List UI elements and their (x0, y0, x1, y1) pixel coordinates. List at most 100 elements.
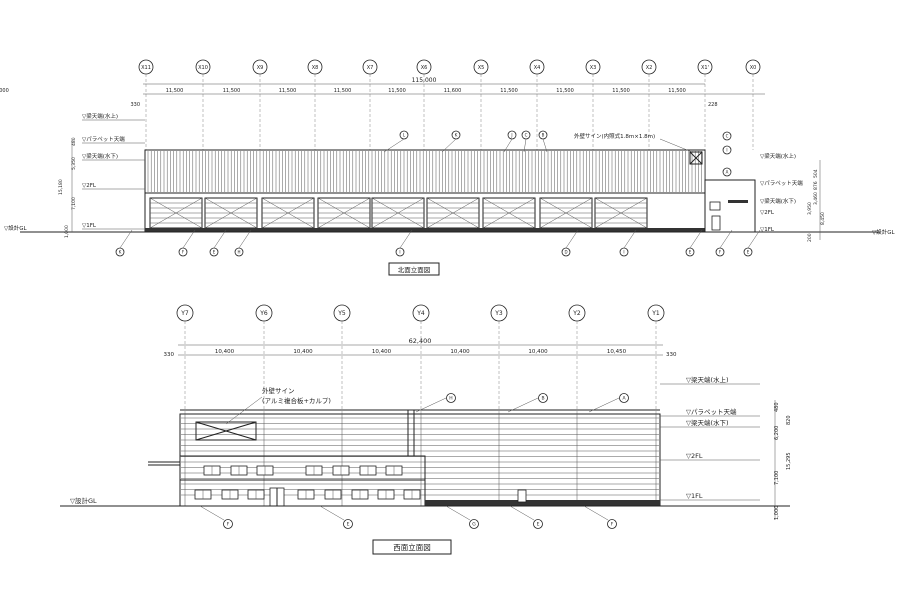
north-tag-right-0-label: C (726, 133, 729, 138)
west-span-1: 10,400 (293, 349, 313, 355)
north-sign-leader (659, 138, 693, 153)
north-level-right-1: ▽パラペット天端 (760, 179, 803, 187)
north-upper-cladding (147, 151, 706, 192)
north-axis-X3-label: X3 (590, 65, 597, 71)
north-axis-X7-label: X7 (367, 65, 374, 71)
north-tag-bottom-leader-9 (747, 229, 761, 249)
west-tag-bottom-leader-1 (319, 505, 345, 521)
west-tag-bottom-1-label: E (347, 522, 350, 528)
north-level-labels-right: ▽梁天端(水上) ▽パラペット天端 ▽梁天端(水下) ▽2FL ▽1FL ▽設計GL (760, 152, 895, 236)
north-tag-bottom-leader-8 (719, 229, 733, 249)
west-title-box (372, 539, 452, 555)
west-axis-Y1-label: Y1 (651, 310, 660, 317)
west-dim-2: 7,100 (774, 471, 780, 485)
north-tag-top-3-label: C (525, 132, 528, 137)
north-tag-bottom-8-label: F (719, 249, 722, 254)
north-tag-bottom-5-label: D (564, 249, 567, 254)
north-tag-top-0-label: L (403, 132, 406, 137)
north-dock-bays (149, 197, 648, 229)
north-span-dims: 11,500 11,500 11,500 11,500 11,500 11,600 11,5… (0, 88, 686, 94)
west-sign-leader (225, 396, 263, 425)
west-span-0: 10,400 (215, 349, 235, 355)
north-tag-top-leader-3 (523, 138, 527, 153)
west-sign-label-1: 外壁サイン (262, 386, 295, 395)
west-offset-left: 330 (164, 352, 175, 358)
west-tag-top-leader-1 (507, 397, 539, 413)
north-level-left-0: ▽梁天端(水上) (82, 112, 118, 120)
north-level-left-4: ▽1FL (82, 223, 97, 229)
west-office-windows (194, 465, 421, 500)
north-tag-right-1-circle (722, 145, 732, 155)
west-level-0: ▽梁天端(水上) (686, 375, 729, 384)
north-dim-left-2: 7,100 (71, 197, 77, 210)
north-span-6: 11,500 (500, 88, 518, 94)
west-dim-3: 15,295 (786, 453, 792, 471)
north-level-right-5: ▽設計GL (872, 228, 895, 236)
west-level-2: ▽梁天端(水下) (686, 418, 729, 427)
west-tag-bottom-leader-3 (509, 505, 535, 521)
west-pipe-duct (407, 409, 415, 457)
west-tag-bottom-0-label: F (227, 522, 230, 528)
north-axis-X5-label: X5 (478, 65, 485, 71)
west-level-4: ▽1FL (686, 492, 703, 500)
west-span-4: 10,400 (528, 349, 548, 355)
north-tag-top-4-label: B (542, 132, 545, 137)
north-axis-X10-label: X10 (198, 65, 208, 71)
west-dim-5: 820 (786, 415, 792, 425)
north-axis-X6-label: X6 (421, 65, 428, 71)
west-level-labels: ▽梁天端(水上)▽パラペット天端▽梁天端(水下)▽2FL▽1FL (660, 375, 760, 501)
west-tag-bottom-3-label: E (537, 522, 540, 528)
west-tag-bottom-4-label: F (611, 522, 614, 528)
west-tag-bottom-0-circle (223, 519, 233, 529)
north-dim-right-3: 3,950 (807, 202, 813, 215)
north-span-3: 11,500 (334, 88, 352, 94)
north-level-right-3: ▽2FL (760, 210, 775, 216)
north-level-right-0: ▽梁天端(水上) (760, 152, 796, 160)
north-axis-X9-label: X9 (257, 65, 264, 71)
north-span-9: 11,500 (668, 88, 686, 94)
west-axis-Y7-label: Y7 (180, 310, 189, 317)
north-tag-top-leader-0 (383, 138, 405, 153)
north-tag-bottom-6-label: I (623, 249, 624, 254)
north-title-box (388, 262, 440, 276)
west-tag-bottom-leader-4 (583, 505, 609, 521)
north-main-building (144, 149, 706, 233)
north-offset-left: 330 (130, 102, 140, 108)
north-tag-bottom-leader-2 (213, 229, 227, 249)
west-tag-top-2-circle (619, 393, 629, 403)
north-base-band (145, 228, 705, 232)
north-span-8: 11,500 (612, 88, 630, 94)
north-span-1: 11,500 (223, 88, 241, 94)
west-dim-4: 1,000 (774, 506, 780, 520)
west-gl-label: ▽設計GL (70, 496, 97, 505)
north-tag-top-leader-1 (441, 138, 457, 153)
north-axis-gridlines (145, 74, 754, 150)
north-tag-right-2-label: A (726, 169, 729, 174)
north-span-4: 11,500 (388, 88, 406, 94)
north-tag-bottom-leader-5 (565, 229, 579, 249)
west-span-3: 10,400 (450, 349, 470, 355)
west-service-door (517, 489, 527, 503)
north-span-5: 11,600 (444, 88, 462, 94)
west-dim-1: 6,200 (774, 426, 780, 440)
north-tag-right-2-circle (722, 167, 732, 177)
north-level-right-4: ▽1FL (760, 227, 775, 233)
north-level-right-2: ▽梁天端(水下) (760, 197, 796, 205)
west-tag-bottom-2-label: G (472, 522, 476, 528)
north-tag-right-1-label: I (726, 147, 727, 152)
north-tag-bottom-leader-1 (182, 229, 196, 249)
north-tag-bottom-1-label: F (182, 249, 185, 254)
north-dim-left-4: 15,180 (58, 179, 64, 195)
west-tag-top-1-label: B (541, 396, 544, 402)
west-tag-bottom-2-circle (469, 519, 479, 529)
west-total-dim: 62,400 (409, 337, 432, 345)
north-axis-X1'-label: X1' (701, 65, 709, 71)
north-axis-X2-label: X2 (646, 65, 653, 71)
north-span-2: 11,500 (279, 88, 297, 94)
